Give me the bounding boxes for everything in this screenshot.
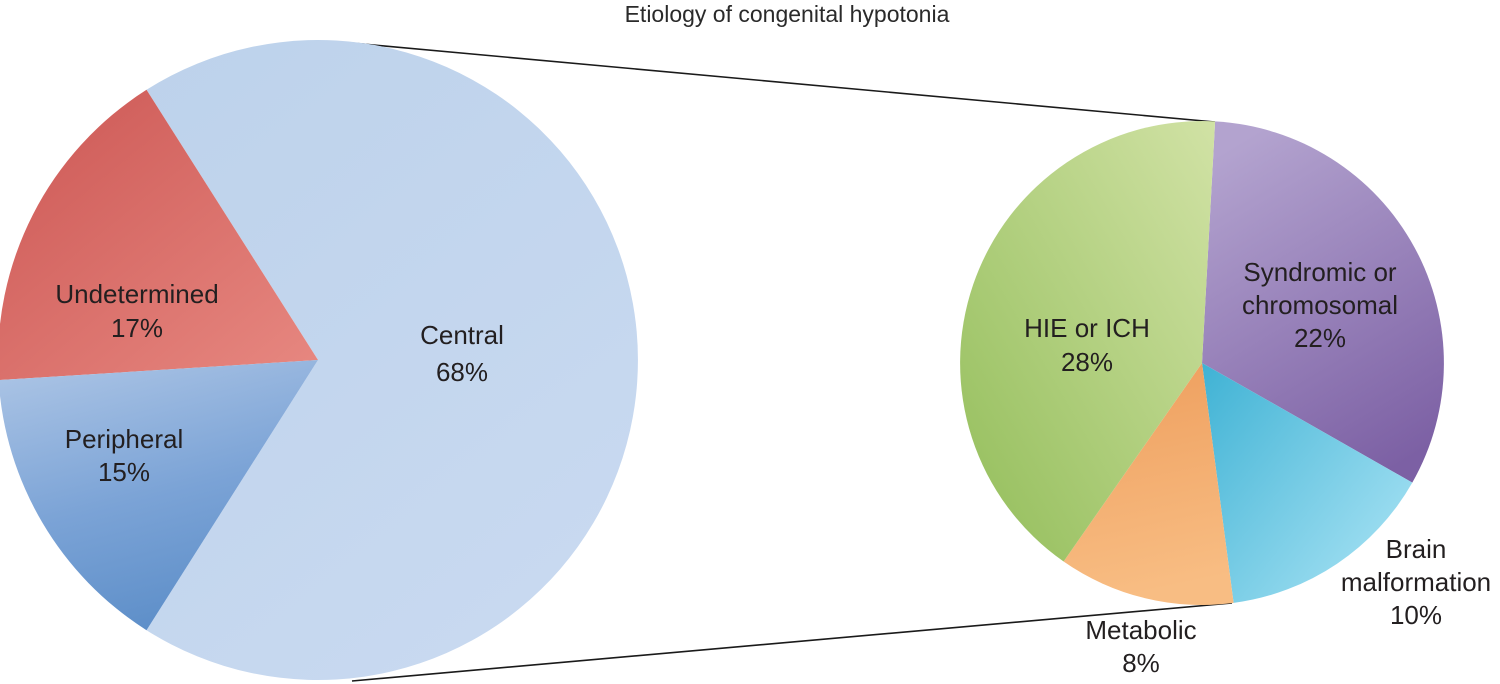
- slice-pct-metabolic: 8%: [1122, 648, 1160, 678]
- explode-connector-line-top: [351, 42, 1216, 123]
- slice-syndromic-or-chromosomal: [1202, 121, 1444, 483]
- slice-peripheral: [0, 360, 318, 631]
- explode-connector-line-bottom: [351, 602, 1233, 682]
- pie-central-breakdown: HIE or ICH 28% Syndromic or chromosomal …: [960, 121, 1491, 678]
- slice-pct-hie-or-ich: 28%: [1061, 347, 1113, 377]
- slice-label-metabolic: Metabolic: [1085, 615, 1196, 645]
- slice-label-syndromic-line2: chromosomal: [1242, 290, 1398, 320]
- slice-label-syndromic-line1: Syndromic or: [1243, 257, 1396, 287]
- slice-brain-malformation: [1202, 363, 1413, 603]
- slice-undetermined: [0, 89, 318, 381]
- slice-label-central: Central: [420, 320, 504, 350]
- slice-label-brain-line2: malformation: [1341, 567, 1491, 597]
- slice-pct-central: 68%: [436, 357, 488, 387]
- slice-pct-syndromic: 22%: [1294, 323, 1346, 353]
- slice-label-brain-line1: Brain: [1386, 534, 1447, 564]
- slice-central: [146, 40, 638, 681]
- slice-hie-or-ich: [960, 121, 1216, 562]
- slice-pct-undetermined: 17%: [111, 313, 163, 343]
- slice-pct-peripheral: 15%: [98, 457, 150, 487]
- slice-label-undetermined: Undetermined: [55, 279, 218, 309]
- pie-etiology-overall: Undetermined 17% Peripheral 15% Central …: [0, 40, 638, 681]
- slice-label-peripheral: Peripheral: [65, 424, 184, 454]
- slice-label-hie-or-ich: HIE or ICH: [1024, 313, 1150, 343]
- slice-pct-brain: 10%: [1390, 600, 1442, 630]
- figure-title: Etiology of congenital hypotonia: [625, 1, 950, 27]
- slice-metabolic: [1063, 363, 1234, 605]
